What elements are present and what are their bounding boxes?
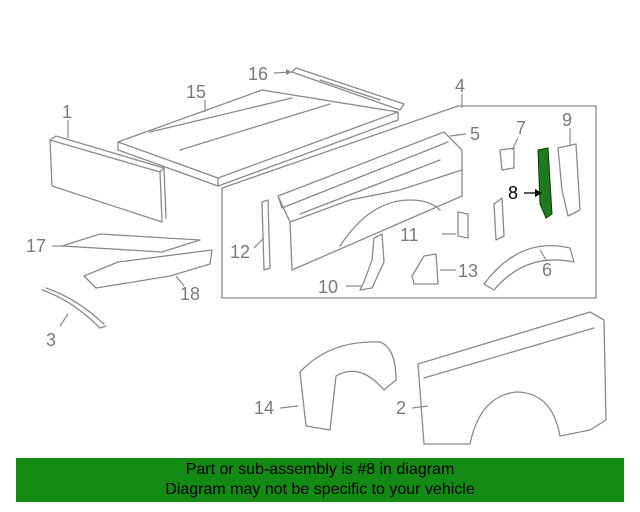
part-18-floor-liner: 18 — [83, 249, 213, 304]
part-17-floor-mat: 17 — [26, 233, 201, 256]
part-1-front-panel: 1 — [49, 102, 167, 223]
part-6-arch-molding: 6 — [483, 244, 575, 291]
callout-16[interactable]: 16 — [248, 64, 268, 84]
callout-6[interactable]: 6 — [542, 260, 552, 280]
part-reinforcement — [493, 197, 505, 241]
callout-10[interactable]: 10 — [318, 277, 338, 297]
part-13-support: 13 — [411, 253, 478, 285]
callout-17[interactable]: 17 — [26, 236, 46, 256]
part-5-inner-side-panel: 5 — [277, 124, 480, 271]
callout-3[interactable]: 3 — [46, 330, 56, 350]
callout-12[interactable]: 12 — [230, 242, 250, 262]
part-2-outer-side-panel: 2 — [396, 311, 607, 445]
callout-4[interactable]: 4 — [455, 76, 465, 96]
callout-18[interactable]: 18 — [180, 284, 200, 304]
part-3-strap: 3 — [41, 287, 107, 350]
callout-14[interactable]: 14 — [254, 398, 274, 418]
callout-13[interactable]: 13 — [458, 261, 478, 281]
part-7-bracket: 7 — [499, 118, 526, 171]
part-10-bracket: 10 — [318, 233, 385, 297]
banner-line-1: Part or sub-assembly is #8 in diagram — [185, 461, 455, 478]
part-11-bracket: 11 — [400, 211, 469, 245]
callout-5[interactable]: 5 — [470, 124, 480, 144]
side-panel-group-frame — [221, 105, 597, 299]
part-14-wheelhouse: 14 — [254, 341, 397, 431]
callout-8[interactable]: 8 — [508, 183, 518, 203]
callout-1[interactable]: 1 — [62, 102, 72, 122]
part-12-front-pillar: 12 — [230, 199, 271, 271]
part-9-rear-pillar: 9 — [557, 110, 581, 217]
callout-7[interactable]: 7 — [516, 118, 526, 138]
callout-11[interactable]: 11 — [400, 225, 419, 245]
banner-line-2: Diagram may not be specific to your vehi… — [165, 481, 475, 498]
callout-2[interactable]: 2 — [396, 398, 406, 418]
info-banner-background — [16, 458, 624, 502]
part-15-bed-floor: 15 — [117, 82, 399, 187]
callout-9[interactable]: 9 — [562, 110, 572, 130]
callout-15[interactable]: 15 — [186, 82, 206, 102]
part-16-cross-sill: 16 — [248, 64, 405, 111]
part-8-highlighted[interactable]: 8 — [508, 147, 553, 219]
info-banner: Part or sub-assembly is #8 in diagram Di… — [16, 458, 624, 502]
